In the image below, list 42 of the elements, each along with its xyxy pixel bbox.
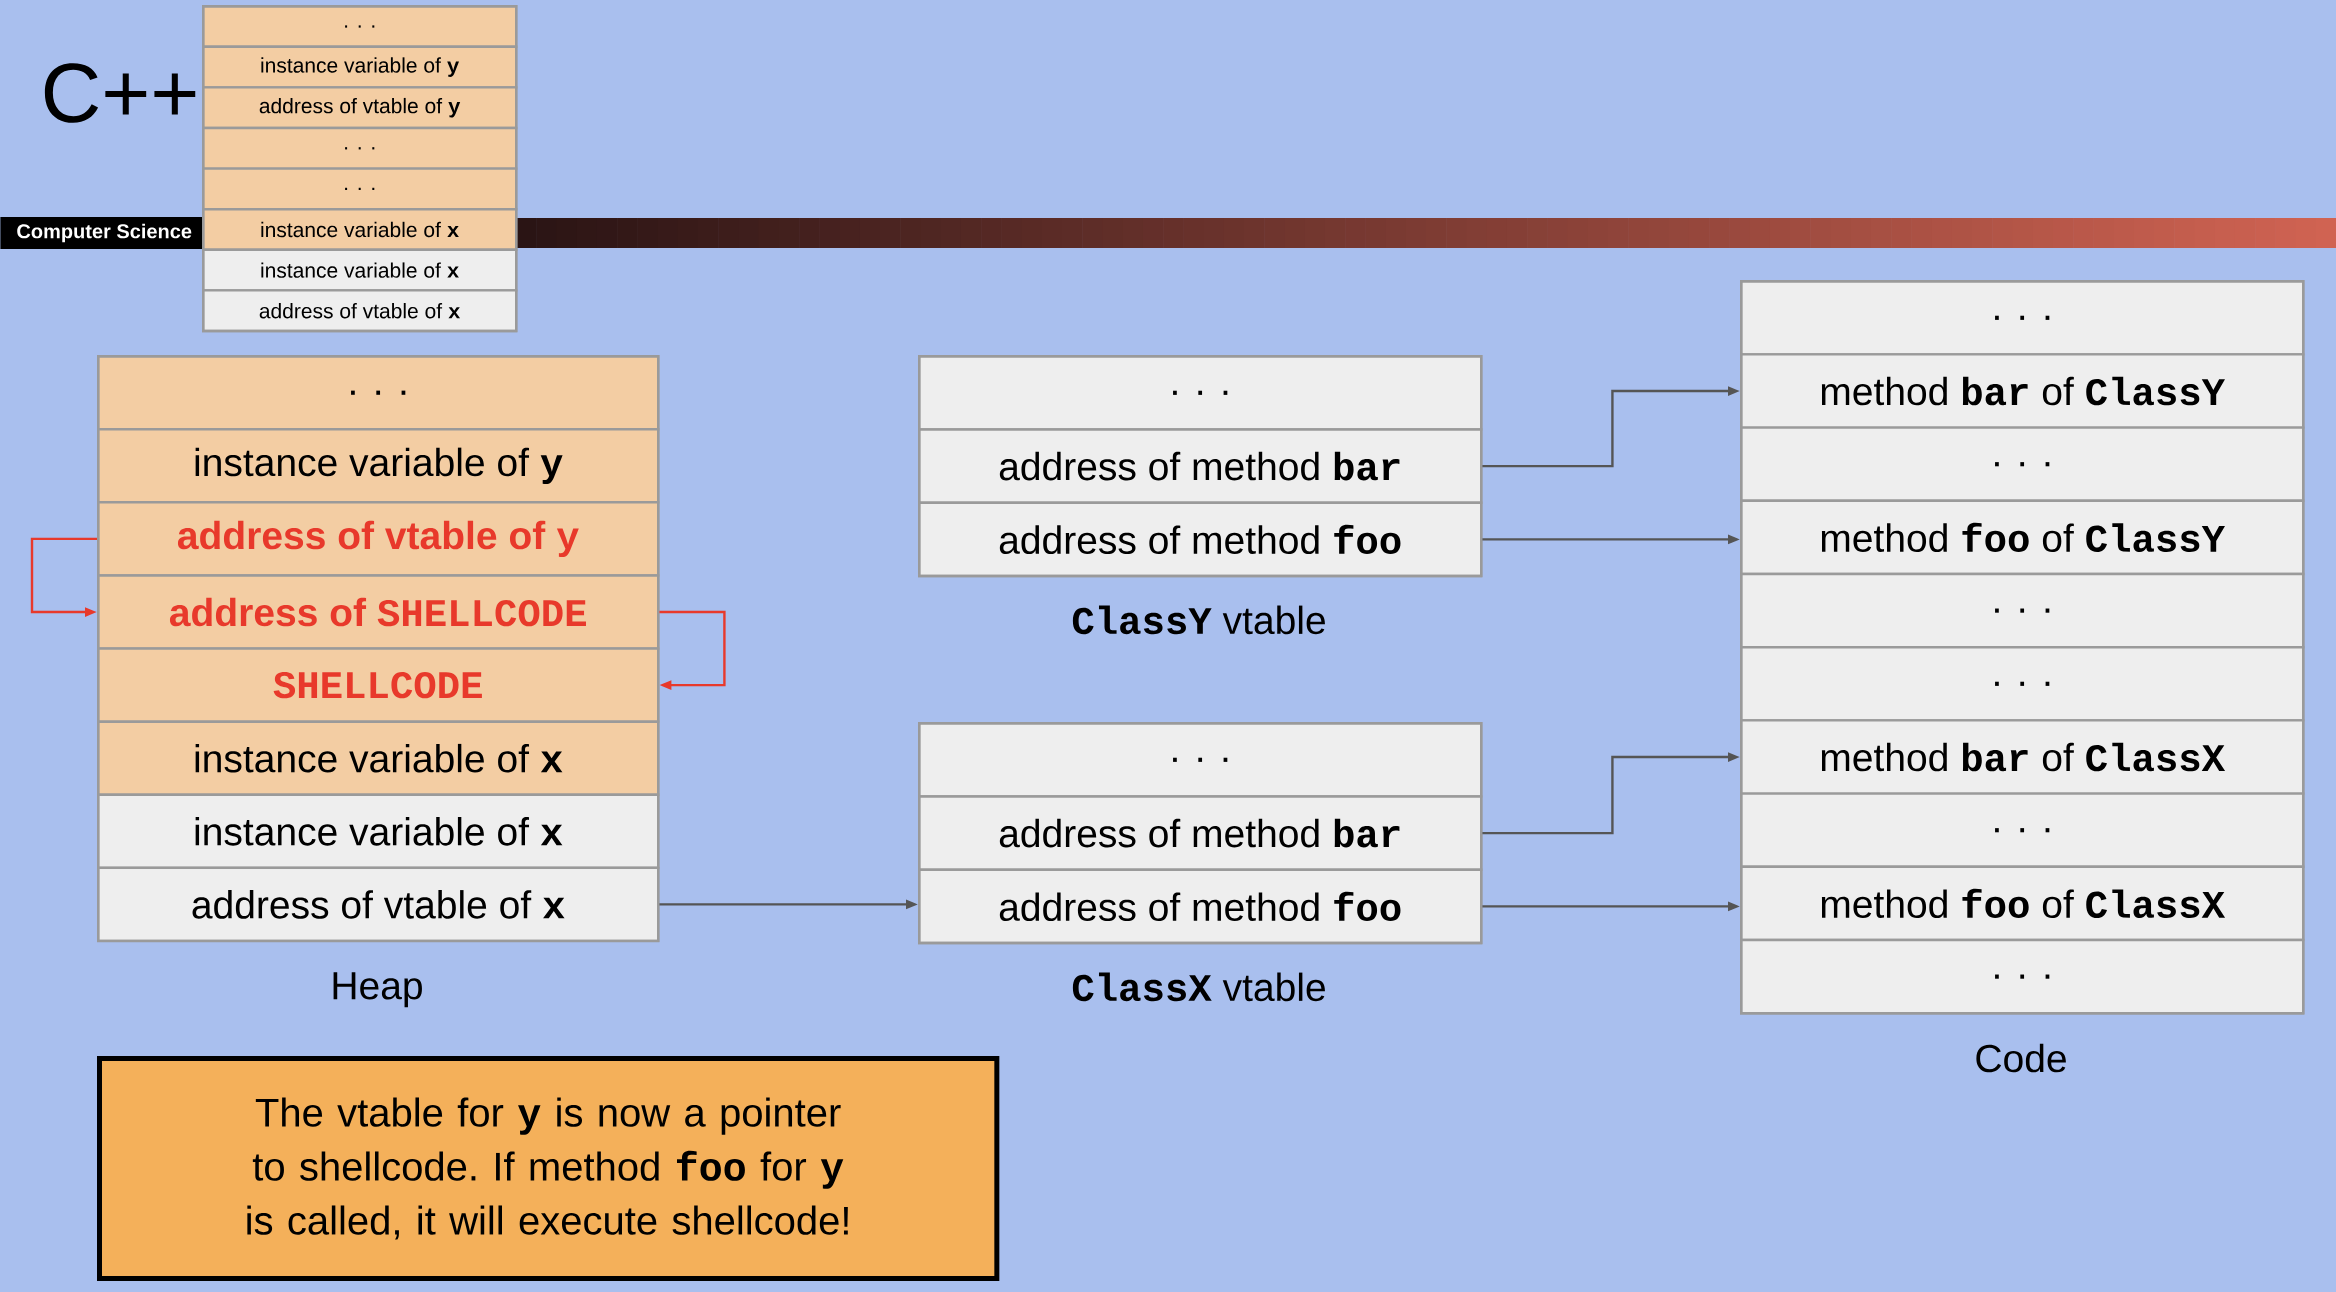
title: C++ [44, 63, 196, 123]
table-caption: ClassX vtable [1072, 972, 1325, 1002]
memory-table [202, 5, 518, 333]
header-label: Computer Science [0, 217, 208, 249]
table-row: . . . [918, 355, 1483, 431]
table-row: . . . [1740, 938, 2305, 1015]
table-row: instance variable of x [202, 248, 518, 292]
arrow [659, 610, 726, 690]
table-row: address of method bar [918, 795, 1483, 871]
table-row: . . . [1740, 280, 2305, 356]
table-row: address of method foo [918, 868, 1483, 945]
table-caption: ClassY vtable [1072, 605, 1325, 635]
arrow [30, 537, 97, 617]
table-row: . . . [1740, 646, 2305, 722]
table-row: SHELLCODE [97, 647, 660, 723]
table-row: address of method foo [918, 501, 1483, 578]
table-row: address of SHELLCODE [97, 574, 660, 650]
table-row: instance variable of y [97, 428, 660, 504]
table-row: method bar of ClassY [1740, 353, 2305, 429]
table-row: instance variable of x [202, 208, 518, 251]
table-row: address of vtable of x [97, 866, 660, 943]
table-caption: Code [1976, 1043, 2066, 1073]
table-row: method bar of ClassX [1740, 719, 2305, 795]
table-row: method foo of ClassY [1740, 499, 2305, 576]
table-row: instance variable of x [97, 793, 660, 870]
table-row: instance variable of x [97, 720, 660, 796]
table-row: . . . [202, 5, 518, 48]
table-row: . . . [97, 355, 660, 431]
table-row: address of vtable of y [97, 501, 660, 577]
table-row: instance variable of y [202, 45, 518, 89]
table-row: . . . [918, 722, 1483, 798]
table-row: . . . [1740, 572, 2305, 649]
table-row: . . . [1740, 792, 2305, 868]
table-row: address of method bar [918, 428, 1483, 504]
table-row: . . . [1740, 426, 2305, 502]
table-row: . . . [202, 126, 518, 170]
table-caption: Heap [333, 972, 422, 1008]
note-box: The vtable for y is now a pointer to shellcode. If method foo for y is called, it will execute shellcode! [97, 1056, 1000, 1281]
table-row: . . . [202, 167, 518, 211]
table-row: address of vtable of x [202, 289, 518, 333]
table-row: address of vtable of y [202, 86, 518, 130]
table-row: method foo of ClassX [1740, 865, 2305, 942]
